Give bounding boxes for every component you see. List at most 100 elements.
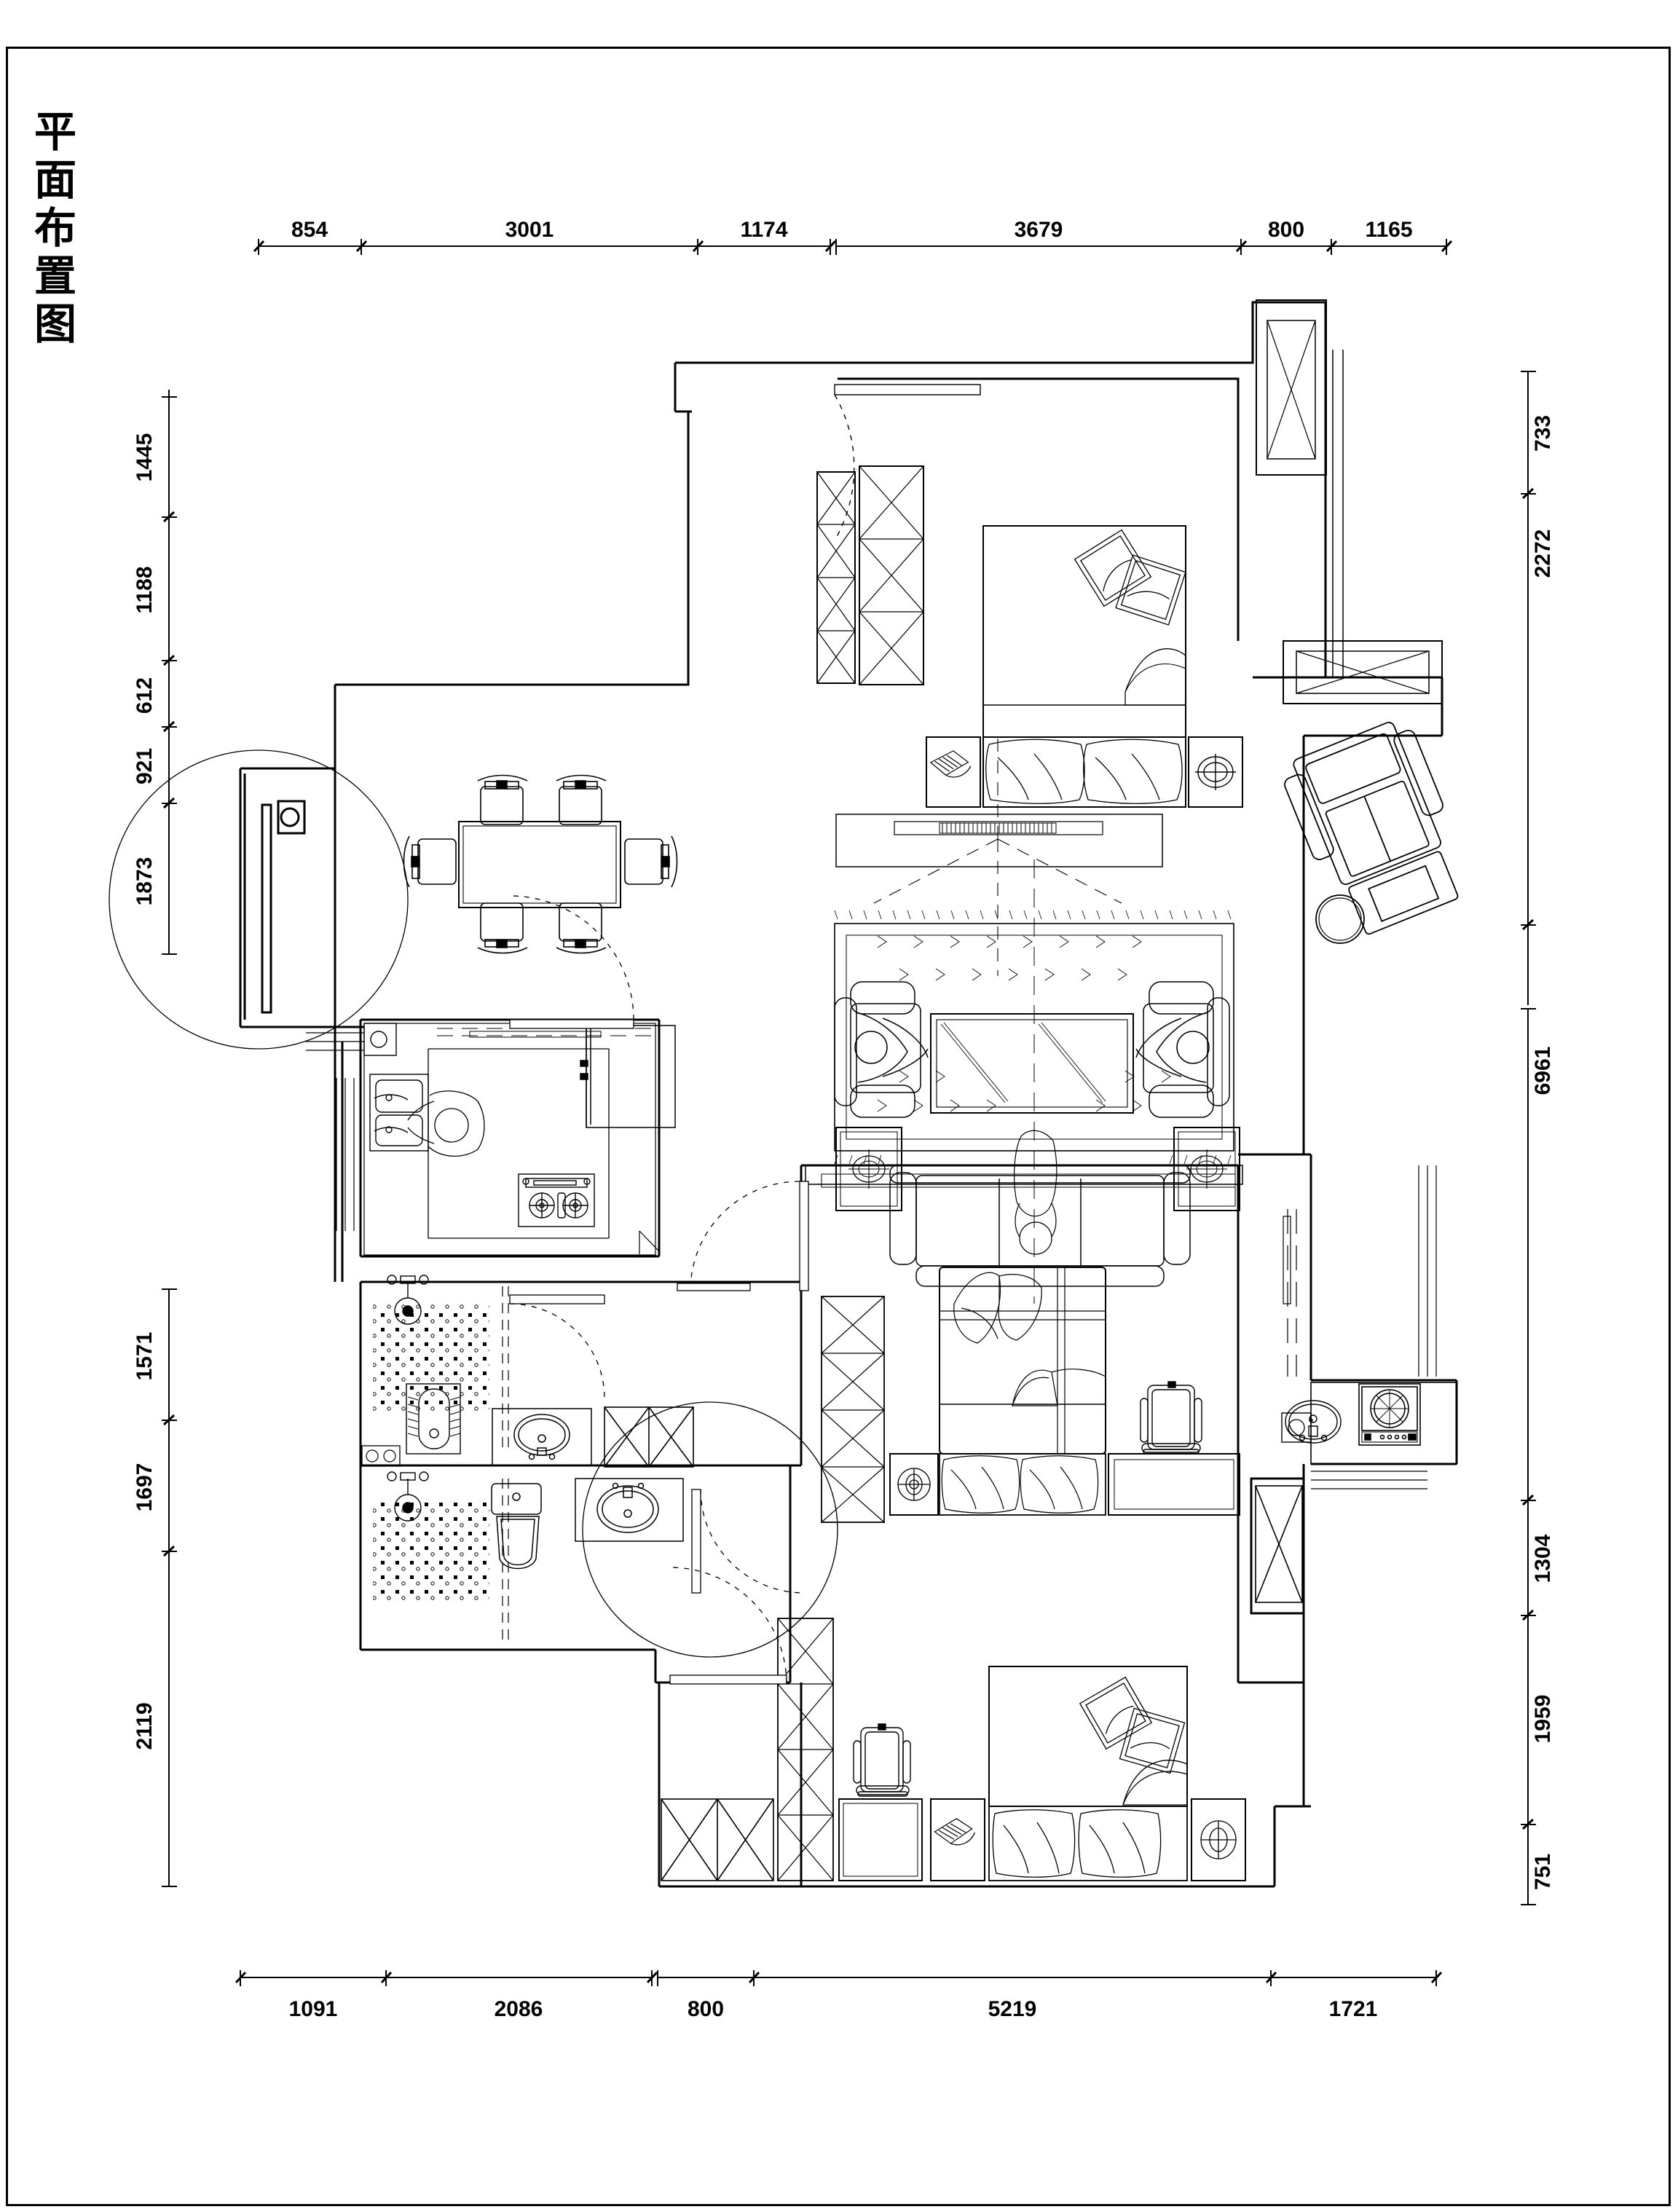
dim-bottom-0: 1091 (289, 1997, 338, 2021)
left-dimension-chain (162, 390, 177, 1887)
dining-chair (624, 835, 678, 888)
bottom-dimension-chain (235, 1970, 1443, 1986)
drawing-sheet-border (6, 47, 1671, 2206)
toilet (491, 1483, 542, 1570)
dimension-labels: 854 3001 1174 3679 800 1165 1091 2086 80… (133, 218, 1555, 2021)
throw-pillows (1074, 529, 1186, 626)
dim-top-3: 3679 (1015, 218, 1063, 242)
dim-right-1: 2272 (1531, 530, 1555, 578)
desk-bedroom-3 (838, 1798, 923, 1881)
top-dimension-chain (253, 239, 1453, 255)
service-closet (1255, 1485, 1303, 1603)
door-swing-bath-1 (509, 1294, 605, 1399)
dim-top-4: 800 (1268, 218, 1304, 242)
double-bed-master (982, 525, 1186, 808)
dining-chair (556, 902, 607, 954)
dining-chair (477, 902, 528, 954)
dim-bottom-4: 1721 (1329, 1997, 1378, 2021)
bed-pillows (985, 739, 1183, 804)
tv-cabinet-master (835, 736, 1163, 976)
dim-left-4: 1873 (133, 857, 157, 906)
living-tv-console (805, 1165, 1243, 1188)
utility-sink (1285, 1400, 1342, 1444)
closet-bedroom-3 (661, 1798, 774, 1881)
door-swing-hall (677, 1283, 751, 1291)
double-bed-bedroom-3 (988, 1666, 1188, 1881)
closet-bathroom-1 (604, 1406, 694, 1468)
refrigerator (580, 1025, 676, 1128)
desk-chair-bedroom-3 (853, 1723, 911, 1797)
dining-chair (556, 774, 607, 825)
desk-bedroom-2 (1108, 1453, 1240, 1516)
room-bathroom-2 (373, 1471, 805, 1645)
dim-top-0: 854 (291, 218, 328, 242)
dim-top-1: 3001 (505, 218, 554, 242)
shower-head-icon (387, 1275, 429, 1325)
dining-chair (403, 835, 457, 888)
shower-head-icon (387, 1471, 429, 1522)
balcony-north (1256, 299, 1459, 944)
double-bed-bedroom-2 (939, 1267, 1106, 1516)
dim-left-5: 1571 (133, 1332, 157, 1381)
book-icon (929, 750, 972, 778)
dim-right-5: 751 (1531, 1854, 1555, 1890)
shower-zone-2 (373, 1471, 509, 1645)
wardrobe-bedroom-2 (821, 1296, 885, 1523)
detail-callout-hall (582, 1401, 838, 1658)
dim-left-7: 2119 (133, 1702, 157, 1749)
wardrobe-bedroom-3 (777, 1618, 834, 1881)
dim-bottom-1: 2086 (495, 1997, 543, 2021)
doors-and-swings (509, 895, 809, 1685)
window-symbol-east (1283, 640, 1443, 704)
room-bedroom-2 (821, 1209, 1297, 1523)
door-swing-master (834, 384, 981, 541)
washing-machine (1358, 1383, 1421, 1446)
dim-top-2: 1174 (740, 218, 787, 242)
dining-chairs (403, 774, 678, 954)
right-dimension-chain (1521, 371, 1536, 1905)
room-bedroom-3 (661, 1618, 1246, 1881)
dim-left-6: 1697 (133, 1463, 157, 1512)
dim-right-3: 1304 (1531, 1534, 1555, 1583)
door-swing-kitchen (509, 895, 634, 1029)
two-burner-cooktop (518, 1173, 595, 1227)
shower-zone-1 (373, 1275, 509, 1449)
room-bathroom-1 (361, 1275, 694, 1468)
dining-table (458, 821, 621, 908)
nightstand-right-bedroom-3 (1191, 1798, 1246, 1881)
dim-right-4: 1959 (1531, 1695, 1555, 1744)
book-icon (934, 1818, 975, 1846)
door-swing-bath-2 (691, 1489, 805, 1594)
door-swing-bedroom-3 (669, 1567, 787, 1685)
side-table-left (835, 1127, 902, 1211)
round-side-table (1315, 894, 1365, 944)
nightstand-left-master (926, 736, 981, 808)
armchair-left (834, 981, 929, 1118)
nightstand-right-master (1188, 736, 1243, 808)
coffee-table (930, 1013, 1134, 1114)
lounge-chair (1284, 722, 1459, 935)
door-swing-bedroom-2 (690, 1181, 809, 1291)
double-bowl-sink (369, 1074, 429, 1152)
room-master-bedroom (816, 384, 1243, 976)
desk-chair-bedroom-2 (1140, 1381, 1202, 1455)
nightstand-bedroom-2 (889, 1453, 939, 1516)
dim-left-2: 612 (133, 677, 157, 714)
dim-right-0: 733 (1531, 415, 1555, 452)
room-kitchen (306, 1023, 676, 1256)
window-symbol-north (1256, 299, 1327, 476)
room-laundry-balcony (1255, 1165, 1457, 1603)
detail-callout-entry (109, 749, 409, 1050)
dim-bottom-2: 800 (688, 1997, 724, 2021)
vanity-sink-1 (492, 1408, 592, 1466)
room-dining (403, 774, 678, 954)
dim-left-0: 1445 (133, 433, 157, 482)
person-figure-sofa (1014, 1130, 1057, 1255)
person-figure-kitchen (407, 1090, 485, 1157)
dim-right-2: 6961 (1531, 1047, 1555, 1095)
wardrobe-master (816, 465, 924, 685)
nightstand-left-bedroom-3 (930, 1798, 985, 1881)
dim-top-5: 1165 (1365, 218, 1412, 242)
dining-chair (477, 774, 528, 825)
